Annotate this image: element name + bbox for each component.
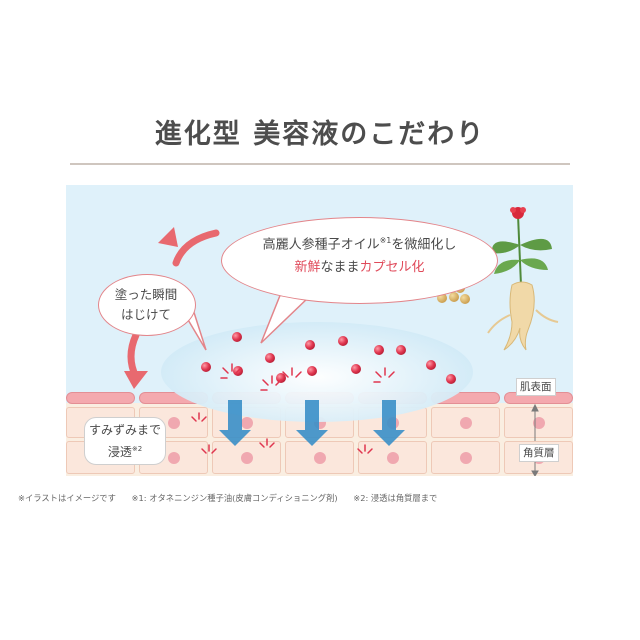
bubble-line1-a: 高麗人参種子オイル: [263, 237, 380, 252]
bubble-accent-capsule: カプセル化: [360, 260, 425, 275]
page-title: 進化型 美容液のこだわり: [0, 112, 640, 151]
capsule-group: [201, 332, 456, 384]
footnote-marker: ※2: [132, 445, 142, 453]
arrow-down-icon: [219, 400, 251, 446]
capsule-icon: [201, 362, 211, 372]
capsule-icon: [351, 364, 361, 374]
bubble-tail: [261, 293, 311, 343]
capsule-icon: [265, 353, 275, 363]
bubble-accent-fresh: 新鮮: [294, 260, 320, 275]
capsule-icon: [232, 332, 242, 342]
arrow-down-icon: [296, 400, 328, 446]
burst-icon: [358, 445, 372, 453]
footnote-item: ※1: オタネニンジン種子油(皮膚コンディショニング剤): [132, 493, 338, 503]
callout-line1: すみずみまで: [89, 423, 161, 437]
capsule-icon: [396, 345, 406, 355]
burst-effects: [192, 364, 394, 453]
burst-bubble-text: 塗った瞬間 はじけて: [98, 285, 194, 325]
arrow-down-icon: [373, 400, 405, 446]
burst-icon: [192, 413, 206, 421]
seed-icon: [460, 294, 470, 304]
footnote-item: ※2: 浸透は角質層まで: [353, 493, 437, 503]
burst-icon: [260, 439, 274, 447]
burst-line1: 塗った瞬間: [115, 287, 178, 302]
capsule-icon: [446, 374, 456, 384]
title-divider: [70, 163, 570, 165]
capsule-icon: [338, 336, 348, 346]
footnotes: ※イラストはイメージです ※1: オタネニンジン種子油(皮膚コンディショニング剤…: [18, 492, 628, 504]
curved-arrow-icon: [176, 233, 216, 263]
seed-icon: [449, 292, 459, 302]
main-bubble-text: 高麗人参種子オイル※1を微細化し 新鮮なままカプセル化: [242, 229, 477, 279]
layer-bracket: [532, 405, 538, 476]
burst-icon: [202, 445, 216, 453]
arrow-head-icon: [158, 227, 178, 247]
penetration-arrows: [219, 400, 405, 446]
burst-line2: はじけて: [121, 307, 171, 322]
footnote-marker: ※1: [380, 236, 392, 245]
capsule-icon: [374, 345, 384, 355]
label-skin-surface: 肌表面: [516, 378, 556, 396]
burst-icon: [374, 368, 394, 382]
burst-icon: [283, 368, 301, 377]
illustration-panel: 高麗人参種子オイル※1を微細化し 新鮮なままカプセル化 塗った瞬間 はじけて す…: [66, 185, 573, 476]
capsule-icon: [305, 340, 315, 350]
callout-line2: 浸透: [108, 445, 132, 459]
penetration-callout-text: すみずみまで 浸透※2: [84, 421, 166, 462]
footnote-item: ※イラストはイメージです: [18, 493, 116, 503]
capsule-icon: [307, 366, 317, 376]
label-stratum-corneum: 角質層: [519, 444, 559, 462]
bubble-line1-b: を微細化し: [391, 237, 456, 252]
capsule-icon: [426, 360, 436, 370]
bubble-line2-mid: なまま: [320, 260, 359, 275]
ginseng-icon: [488, 207, 558, 350]
curved-arrow-icon: [131, 335, 136, 377]
arrow-head-icon: [124, 371, 148, 389]
